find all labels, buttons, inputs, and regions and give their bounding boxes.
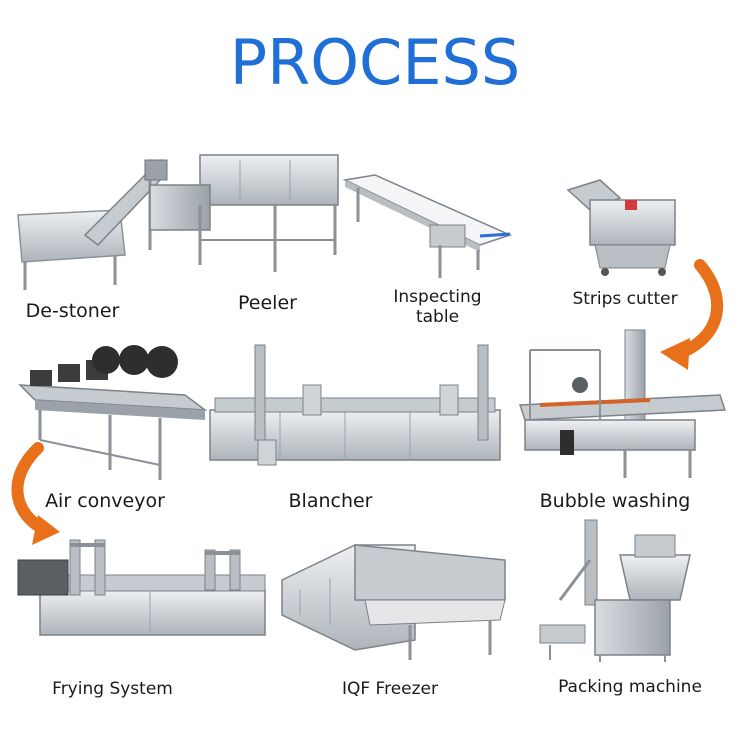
- page-title: PROCESS: [229, 26, 521, 99]
- step-label-blancher: Blancher: [288, 490, 373, 512]
- bubble-washing-machine: [518, 329, 727, 478]
- step-label-frying-system: Frying System: [52, 679, 173, 699]
- blancher-machine: [209, 344, 501, 466]
- step-label-packing-machine: Packing machine: [558, 677, 702, 697]
- step-label-air-conveyor: Air conveyor: [45, 490, 165, 512]
- flow-arrow-right: [669, 259, 724, 361]
- iqf-freezer-machine: [281, 544, 506, 660]
- step-label-destoner: De-stoner: [25, 300, 120, 322]
- packing-machine: [539, 519, 691, 662]
- air-conveyor-machine: [18, 345, 208, 480]
- frying-system-machine: [17, 539, 266, 636]
- inspecting-table-machine: [342, 174, 513, 278]
- flow-arrow-left-head: [32, 515, 60, 545]
- destoner-machine: [17, 159, 168, 290]
- peeler-machine: [149, 154, 339, 272]
- step-label-peeler: Peeler: [238, 292, 297, 314]
- flow-arrow-right-head: [660, 338, 690, 370]
- strips-cutter-machine: [566, 179, 676, 276]
- step-label-iqf-freezer: IQF Freezer: [341, 679, 439, 699]
- step-label-bubble-washing: Bubble washing: [539, 490, 691, 512]
- step-label-strips-cutter: Strips cutter: [572, 289, 678, 309]
- step-label-inspecting-table: Inspecting table: [393, 287, 482, 327]
